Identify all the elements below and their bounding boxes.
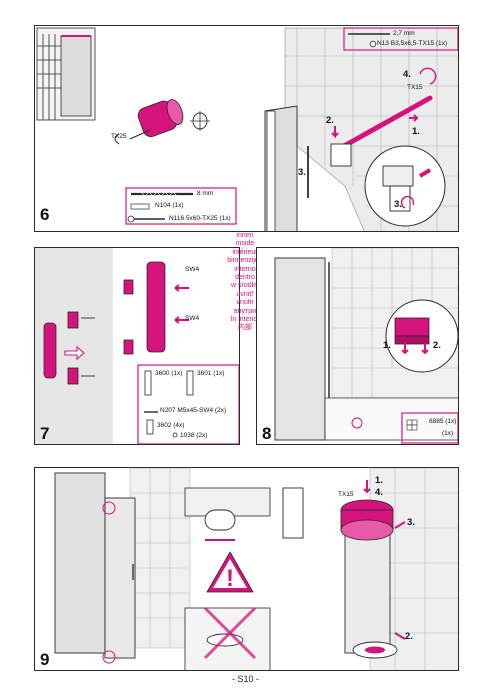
part-label: 1038 (2x) — [180, 432, 208, 439]
language-label: intérieur — [232, 248, 258, 256]
door-hinge-profile — [344, 527, 391, 654]
callout: 3. — [407, 517, 415, 528]
language-label: uvnitř — [236, 290, 254, 298]
part-label: (1x) — [442, 430, 454, 437]
step-number: 7 — [40, 424, 50, 443]
shower-corner-sketch — [36, 27, 96, 121]
language-label: interno — [234, 265, 256, 273]
part-label: 6885 (1x) — [429, 418, 457, 425]
part-label: N207 M5x45-SW4 (2x) — [160, 407, 227, 414]
step-number: 9 — [40, 650, 50, 669]
callout: 2. — [326, 115, 334, 126]
step-6-top-parts-box — [343, 27, 458, 51]
step-8-panel: 8 1. 2. 6885 (1x) (1x) — [256, 247, 459, 445]
step-6-illustration — [36, 27, 458, 231]
language-label: inside — [235, 240, 255, 248]
callout: 2. — [405, 631, 413, 642]
wall-plug-drawing — [114, 99, 210, 145]
stabilizer-bar — [332, 95, 433, 154]
callout: 2. — [433, 340, 441, 351]
step-number: 6 — [40, 205, 50, 224]
callout: 1. — [412, 126, 420, 137]
step-7-illustration — [35, 248, 239, 444]
language-label: binnenzijde — [227, 257, 263, 265]
callout: 3. — [394, 199, 402, 210]
language-label: внутри — [233, 307, 257, 315]
language-label: innen — [236, 232, 254, 239]
step-9-panel: ! 9 TX15 1. 4. 3. 2. — [34, 467, 459, 671]
glass-door — [104, 497, 136, 659]
handle-inside — [146, 261, 166, 353]
step-7-parts-box — [137, 364, 239, 444]
callout: 4. — [403, 69, 411, 80]
tool-label: TX25 — [111, 133, 127, 140]
part-label: N116 5x60-TX25 (1x) — [169, 215, 231, 222]
callout: 4. — [375, 487, 383, 498]
callout: 3. — [298, 167, 306, 178]
language-label: în interior — [230, 316, 260, 324]
language-label: vnútri — [236, 299, 254, 307]
language-label: w środku — [230, 282, 259, 290]
language-label: dentro — [235, 274, 255, 282]
language-label: 内部 — [238, 324, 252, 332]
screw-label: N13 B3,5x6,5-TX15 (1x) — [377, 40, 448, 47]
step-8-illustration — [274, 248, 458, 444]
glass-panel — [274, 257, 326, 441]
step-8-parts-box — [401, 412, 458, 444]
part-label: 3601 (1x) — [197, 370, 225, 377]
step-9-illustration: ! — [54, 468, 458, 670]
callout: 1. — [375, 475, 383, 486]
bit-size-label: 8 mm — [197, 190, 214, 197]
tool-label: SW4 — [185, 315, 200, 322]
inside-language-list: innen inside intérieur binnenzijde inter… — [218, 232, 272, 333]
step-6-parts-box — [125, 187, 237, 225]
part-label: N104 (1x) — [155, 202, 184, 209]
glass-panel — [54, 472, 106, 654]
step-number: 8 — [262, 424, 272, 443]
part-label: 3602 (4x) — [157, 422, 185, 429]
part-label: 3600 (1x) — [155, 370, 183, 377]
tool-label: TX15 — [338, 491, 354, 498]
step-6-panel: 6 TX25 8 mm N104 (1x) N116 5x60-TX25 (1x… — [34, 25, 459, 232]
svg-text:!: ! — [226, 565, 234, 592]
tool-label: SW4 — [185, 266, 200, 273]
step-7-panel: 7 SW4 SW4 3600 (1x) 3601 (1x) N207 M5x45… — [34, 247, 240, 445]
callout: 1. — [383, 340, 391, 351]
tool-label: TX15 — [407, 84, 423, 91]
page-number: - S10 - — [231, 674, 259, 684]
handle-outside — [43, 322, 57, 379]
drill-size-label: 2,7 mm — [393, 30, 415, 37]
